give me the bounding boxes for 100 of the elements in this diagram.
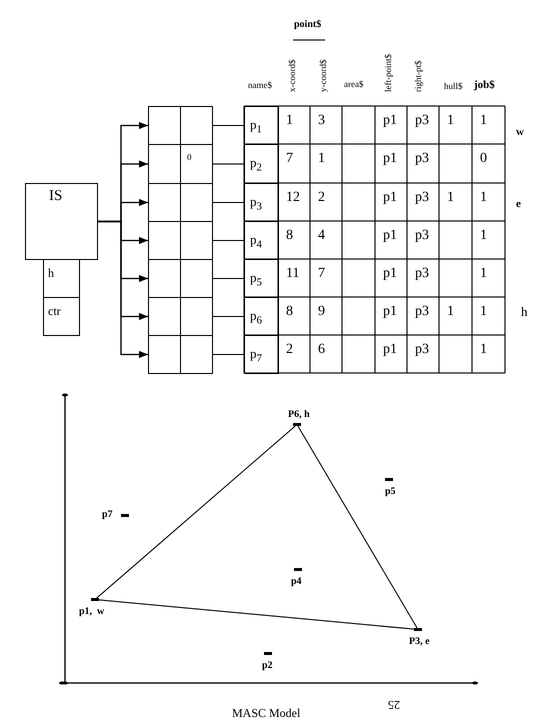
cell-value: 6 <box>318 343 325 357</box>
point-label: p7 <box>102 510 113 520</box>
cell-value: 7 <box>318 267 325 281</box>
cell-value: 0 <box>480 152 487 166</box>
field-label: ctr <box>48 304 61 319</box>
cell-value: p1 <box>383 267 397 281</box>
cell-value: 11 <box>286 267 300 281</box>
pointer-row <box>148 335 213 374</box>
point-marker <box>91 598 99 601</box>
cell-value: 8 <box>286 229 293 243</box>
cell-value: p1 <box>383 152 397 166</box>
point-marker <box>385 478 393 481</box>
cell-value: 1 <box>480 267 487 281</box>
field-box <box>43 297 80 336</box>
cell-value: 1 <box>480 191 487 205</box>
cell-value: 4 <box>318 229 325 243</box>
point-label: p4 <box>291 577 302 587</box>
point-label: P3, e <box>409 637 430 647</box>
cell-value: 1 <box>286 114 293 128</box>
name-cell <box>244 259 279 298</box>
caption: MASC Model <box>232 707 300 719</box>
column-header: x-coord$ <box>288 60 297 92</box>
point-name: p$_{3}$ <box>250 194 262 213</box>
row-tag: h <box>521 305 528 318</box>
name-cell <box>244 221 279 260</box>
cell-value: p3 <box>415 229 429 243</box>
cell-value: 1 <box>318 152 325 166</box>
point-name: p$_{4}$ <box>250 232 262 251</box>
axis-value: 25 <box>388 699 400 711</box>
field-label: h <box>48 266 54 281</box>
group-header: point$ <box>294 20 322 30</box>
point-label: P6, h <box>288 410 310 420</box>
connector-line <box>212 125 244 126</box>
cell-value: p3 <box>415 152 429 166</box>
record-label: IS <box>49 188 62 205</box>
cell-value: p3 <box>415 114 429 128</box>
cell-value: 2 <box>286 343 293 357</box>
point-marker <box>414 628 422 631</box>
connector-line <box>212 354 244 355</box>
cell-value: 12 <box>286 191 300 205</box>
point-name: p$_{7}$ <box>250 346 262 365</box>
column-header: area$ <box>344 80 364 89</box>
connector-line <box>212 202 244 203</box>
cell-value: 1 <box>480 114 487 128</box>
cell-value: p1 <box>383 229 397 243</box>
cell-value: 8 <box>286 305 293 319</box>
cell-value: 1 <box>447 305 454 319</box>
name-cell <box>244 297 279 336</box>
pointer-row <box>148 259 213 298</box>
column-header: job$ <box>474 80 495 91</box>
point-name: p$_{1}$ <box>250 117 262 136</box>
name-cell <box>244 335 279 374</box>
cell-value: 1 <box>447 191 454 205</box>
row-tag: w <box>516 127 524 138</box>
cell-value: 1 <box>480 343 487 357</box>
pointer-row <box>148 144 213 184</box>
cell-value: p3 <box>415 343 429 357</box>
connector-line <box>212 240 244 241</box>
cell-value: 0 <box>187 152 192 162</box>
cell-value: p3 <box>415 191 429 205</box>
record-box <box>25 183 98 260</box>
column-header: name$ <box>248 81 272 90</box>
connector-line <box>212 278 244 279</box>
point-marker <box>264 652 272 655</box>
pointer-row <box>148 297 213 336</box>
column-header: hull$ <box>444 82 463 91</box>
point-name: p$_{5}$ <box>250 270 262 289</box>
connector-line <box>96 426 296 598</box>
name-cell <box>244 183 279 222</box>
cell-value: p3 <box>415 267 429 281</box>
cell-value: 1 <box>480 305 487 319</box>
connector-line <box>98 599 414 630</box>
point-marker <box>121 514 129 517</box>
cell-value: p1 <box>383 343 397 357</box>
point-label: p1, w <box>79 607 104 617</box>
pointer-row <box>148 183 213 222</box>
pointer-row <box>148 106 213 145</box>
connector-line <box>297 426 418 628</box>
point-marker <box>294 568 302 571</box>
field-box <box>43 259 80 298</box>
cell-value: p3 <box>415 305 429 319</box>
point-name: p$_{2}$ <box>250 155 262 174</box>
row-tag: e <box>516 199 521 210</box>
connector-line <box>212 316 244 317</box>
cell-value: 3 <box>318 114 325 128</box>
pointer-row <box>148 221 213 260</box>
name-cell <box>244 106 279 145</box>
cell-value: 1 <box>447 114 454 128</box>
cell-value: p1 <box>383 305 397 319</box>
column-header: y-coord$ <box>319 60 328 92</box>
point-label: p5 <box>385 487 396 497</box>
arrow <box>98 220 148 358</box>
column-header: left-point$ <box>384 54 393 92</box>
cell-value: 2 <box>318 191 325 205</box>
column-header: right-pt$ <box>414 60 423 92</box>
cell-value: p1 <box>383 191 397 205</box>
cell-value: 7 <box>286 152 293 166</box>
point-name: p$_{6}$ <box>250 308 262 327</box>
cell-value: p1 <box>383 114 397 128</box>
cell-value: 1 <box>480 229 487 243</box>
